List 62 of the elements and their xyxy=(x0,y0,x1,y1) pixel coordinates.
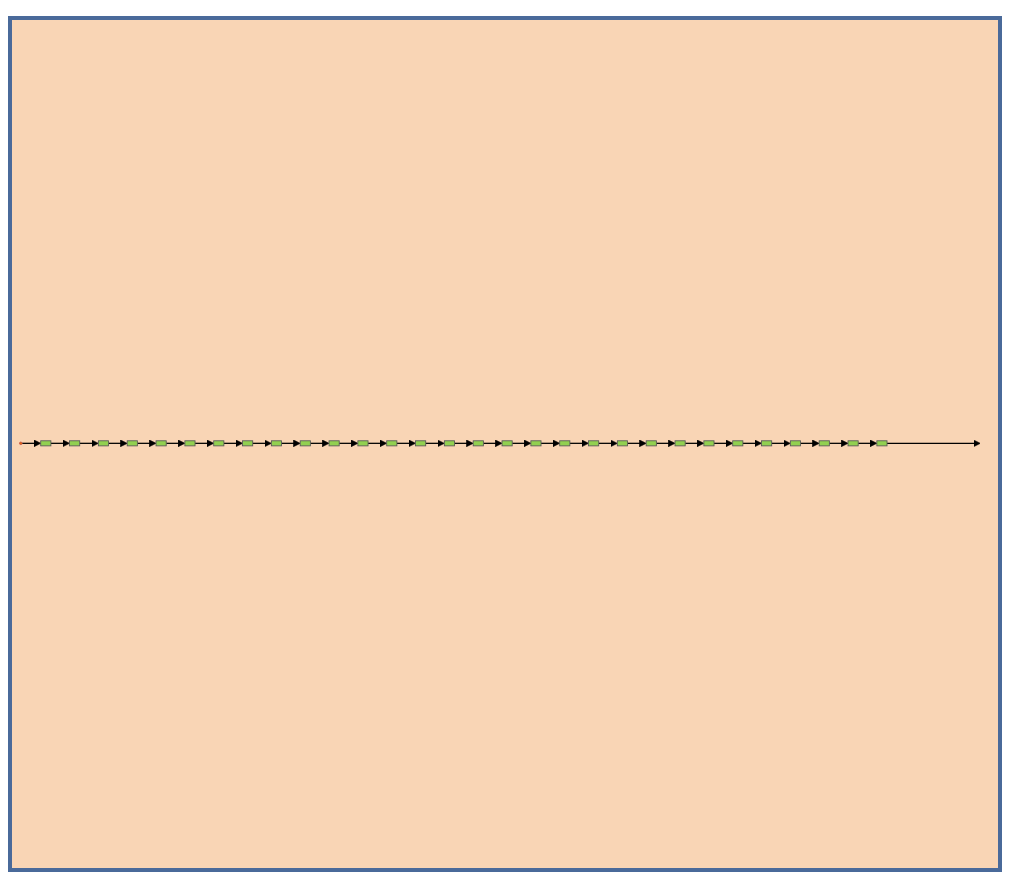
node-box xyxy=(213,441,225,447)
node-box xyxy=(126,441,138,447)
node-box xyxy=(732,441,744,447)
node-box xyxy=(40,441,52,447)
arrow xyxy=(598,440,618,448)
node-box xyxy=(818,441,830,447)
arrow xyxy=(136,440,157,448)
node-box xyxy=(674,441,686,447)
arrow xyxy=(309,440,330,448)
node-box xyxy=(184,441,196,447)
node-box xyxy=(328,441,340,447)
arrow xyxy=(569,440,589,448)
arrow xyxy=(540,440,561,448)
arrow xyxy=(626,440,647,448)
node-box xyxy=(357,441,369,447)
arrow xyxy=(655,440,676,448)
node-box xyxy=(588,441,600,447)
node-box xyxy=(155,441,167,447)
node-box xyxy=(530,441,542,447)
arrow xyxy=(280,440,301,448)
node-star xyxy=(19,442,23,446)
node-box xyxy=(876,441,888,447)
arrow xyxy=(857,440,878,448)
node-box xyxy=(559,441,571,447)
node-box xyxy=(501,441,513,447)
node-box xyxy=(443,441,455,447)
node-box xyxy=(472,441,484,447)
arrow xyxy=(223,440,243,448)
arrow xyxy=(771,440,791,448)
node-box xyxy=(415,441,427,447)
arrow xyxy=(482,440,503,448)
arrow xyxy=(338,440,359,448)
arrow xyxy=(107,440,128,448)
arrow xyxy=(367,440,388,448)
node-box xyxy=(616,441,628,447)
arrow xyxy=(713,440,734,448)
node-box xyxy=(703,441,715,447)
arrow xyxy=(742,440,762,448)
node-box xyxy=(386,441,398,447)
arrow xyxy=(396,440,416,448)
arrow xyxy=(165,440,186,448)
node-box xyxy=(242,441,254,447)
node-box xyxy=(789,441,801,447)
node-box xyxy=(299,441,311,447)
node-box xyxy=(761,441,773,447)
node-box xyxy=(97,441,109,447)
node-box xyxy=(69,441,81,447)
arrow xyxy=(511,440,532,448)
node-box xyxy=(270,441,282,447)
arrow xyxy=(21,440,42,448)
arrow xyxy=(453,440,474,448)
arrow xyxy=(886,440,981,448)
arrow xyxy=(252,440,272,448)
arrow xyxy=(684,440,705,448)
arrow xyxy=(799,440,820,448)
arrow xyxy=(79,440,99,448)
arrow xyxy=(425,440,445,448)
arrow xyxy=(194,440,215,448)
arrow xyxy=(828,440,849,448)
arrow xyxy=(50,440,70,448)
node-box xyxy=(847,441,859,447)
node-box xyxy=(645,441,657,447)
